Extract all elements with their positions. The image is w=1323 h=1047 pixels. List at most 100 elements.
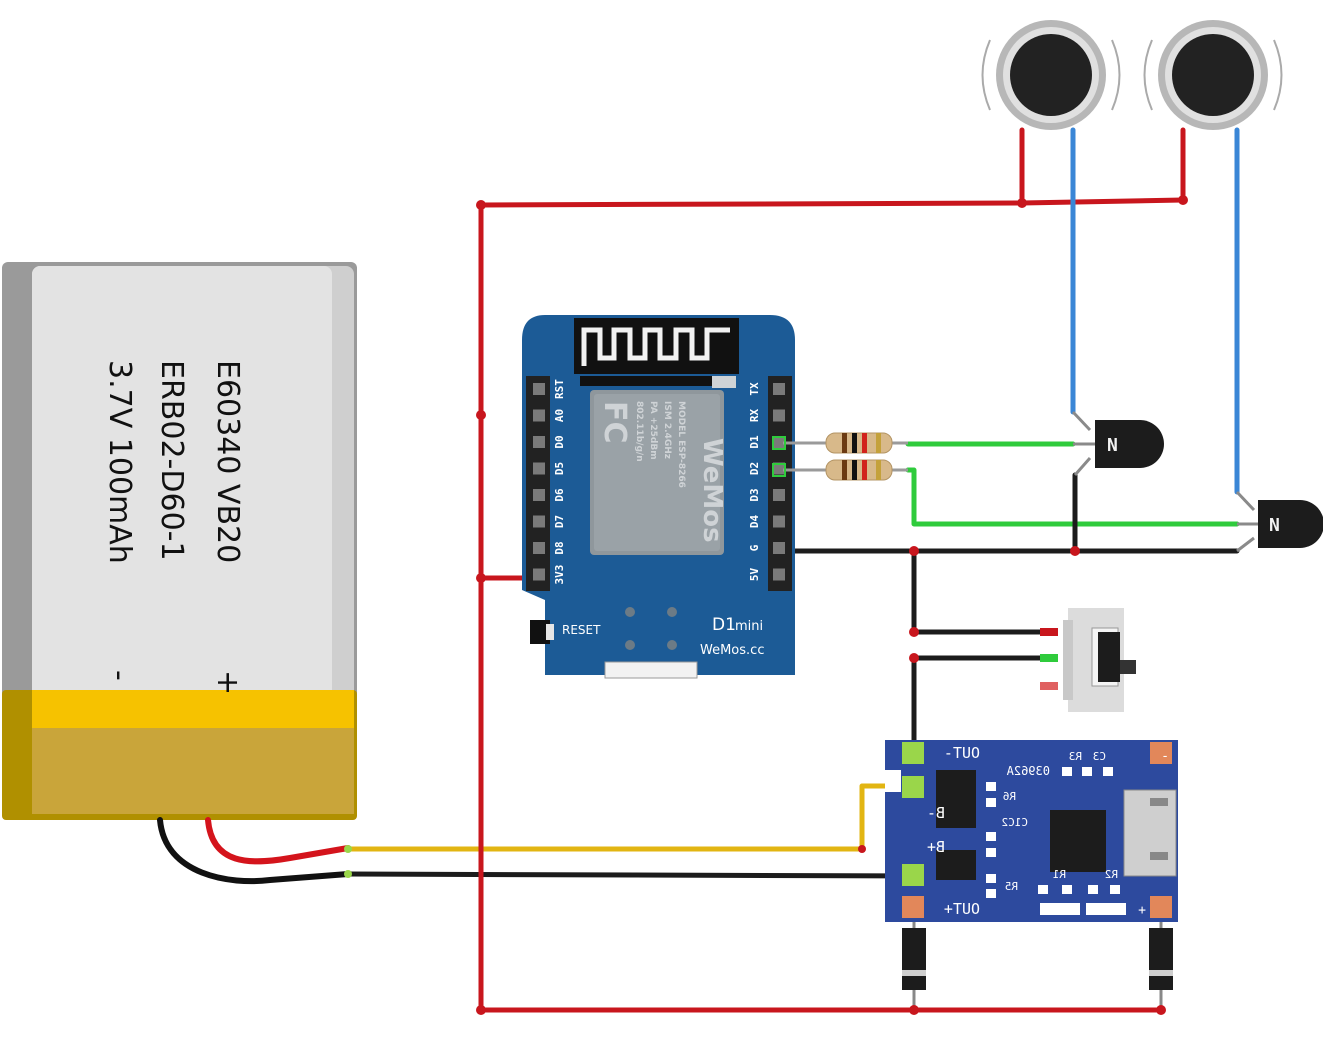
junction-red-3: [476, 573, 486, 583]
resistor-1-body: [825, 432, 893, 454]
transistor-2-legs: [1235, 490, 1259, 553]
label-r5: R5: [1005, 880, 1018, 893]
pin-label-right: D1: [748, 435, 761, 449]
battery-minus-label: -: [102, 670, 137, 681]
junction-red-6: [1178, 195, 1188, 205]
charger-module: OUT- OUT+ B- B+ 03962A C3 R3 - R6 C1C2 R…: [885, 740, 1178, 922]
header-pin-right: [773, 515, 785, 528]
transistor-2-label: N: [1269, 515, 1280, 536]
switch-pins-base: [1063, 620, 1073, 700]
usb-port: [604, 661, 698, 679]
header-pin-left: [533, 436, 545, 448]
battery-plus-label: +: [210, 670, 245, 695]
battery-band-bottom: [32, 728, 354, 814]
wemos-model: MODEL ESP-8266: [676, 401, 686, 488]
pin-label-right: D3: [748, 488, 761, 501]
label-b-minus: B-: [927, 804, 945, 822]
wemos-pins: [533, 383, 785, 581]
vibration-arc: [1111, 39, 1121, 111]
band: [842, 433, 847, 453]
diode-1-band: [902, 970, 926, 976]
pin-label-left: D6: [553, 488, 566, 502]
board-name-a: D1: [712, 615, 736, 635]
pad-out-plus: [902, 896, 924, 918]
pin-label-left: D8: [553, 541, 566, 554]
diode-2-band: [1149, 970, 1173, 976]
smd: [986, 848, 996, 857]
header-pin-left: [533, 542, 545, 554]
diode-2: [1149, 928, 1173, 990]
band: [842, 460, 847, 480]
junction-bat-minus: [344, 870, 352, 878]
battery-black-lead: [157, 817, 351, 885]
reset-button[interactable]: [530, 620, 550, 644]
junction-red-8: [1156, 1005, 1166, 1015]
pin-label-left: 3V3: [553, 565, 566, 585]
reset-button-cap[interactable]: [546, 624, 554, 640]
pad-out-minus: [902, 742, 924, 764]
junction-gnd-4: [909, 653, 919, 663]
header-pin-left: [533, 383, 545, 395]
motor-2-core: [1172, 34, 1254, 116]
wemos-spec-2: PA +25dBm: [648, 401, 658, 460]
pin-label-left: D7: [553, 515, 566, 528]
wemos-spec-1: ISM 2.4GHz: [662, 401, 672, 459]
pin-label-right: 5V: [748, 568, 761, 582]
smd: [986, 832, 996, 841]
battery-label-3: 3.7V 100mAh: [102, 360, 137, 564]
header-pin-right: [773, 542, 785, 554]
pin-label-right: TX: [748, 382, 761, 396]
header-pin-left: [533, 568, 545, 581]
battery-label-2: E60340 VB20: [210, 360, 245, 563]
junction-gnd-3: [909, 627, 919, 637]
switch-slider[interactable]: [1098, 632, 1120, 682]
transistor-1-body: [1095, 420, 1164, 468]
vibration-arc: [981, 39, 991, 111]
wemos-d1-mini: WeMos MODEL ESP-8266 ISM 2.4GHz PA +25dB…: [522, 315, 795, 679]
junction-red-4: [476, 1005, 486, 1015]
junction-red-5: [1017, 198, 1027, 208]
junction-red-1: [476, 200, 486, 210]
pin-label-left: D0: [553, 435, 566, 448]
label-c3: C3: [1093, 750, 1106, 763]
board-site: WeMos.cc: [700, 643, 764, 658]
header-pin-right: [773, 462, 785, 475]
battery-band-top: [32, 690, 354, 728]
fcc-logo: FC: [597, 401, 632, 444]
smd: [1103, 767, 1113, 776]
resistor-1: [783, 432, 908, 454]
smd-led: [1040, 903, 1080, 915]
pin-label-right: D4: [748, 515, 761, 529]
smd: [1062, 885, 1072, 894]
antenna-trace: [581, 327, 730, 366]
label-out-minus: OUT-: [944, 744, 980, 762]
smd: [986, 889, 996, 898]
pin-label-left: D5: [553, 462, 566, 475]
label-out-plus: OUT+: [944, 900, 980, 918]
band: [852, 460, 857, 480]
diode-1-body: [902, 928, 926, 990]
left-header: [526, 376, 550, 591]
battery-face: [32, 266, 332, 814]
pad: [625, 607, 635, 617]
switch-knob[interactable]: [1120, 660, 1136, 674]
band: [862, 433, 867, 453]
motor-1-core: [1010, 34, 1092, 116]
pad-b-plus: [902, 776, 924, 798]
transistor-2: N: [1235, 490, 1323, 553]
label-in-minus: -: [1161, 749, 1169, 764]
reset-label: RESET: [562, 623, 601, 637]
vibration-motor-1: [981, 20, 1121, 130]
label-r6: R6: [1003, 790, 1016, 803]
label-r2: R2: [1105, 868, 1118, 881]
black-wire-switch-1: [911, 548, 1051, 635]
switch-pin-2: [1040, 654, 1058, 662]
transistor-1-label: N: [1107, 435, 1118, 456]
d2-highlight: [772, 463, 786, 477]
smd: [986, 782, 996, 791]
pin-label-right: D2: [748, 462, 761, 475]
pad-in-minus: [1150, 742, 1172, 764]
junction-gnd-1: [909, 546, 919, 556]
transistor-1-legs: [1071, 410, 1095, 476]
slide-switch[interactable]: [1040, 608, 1136, 712]
